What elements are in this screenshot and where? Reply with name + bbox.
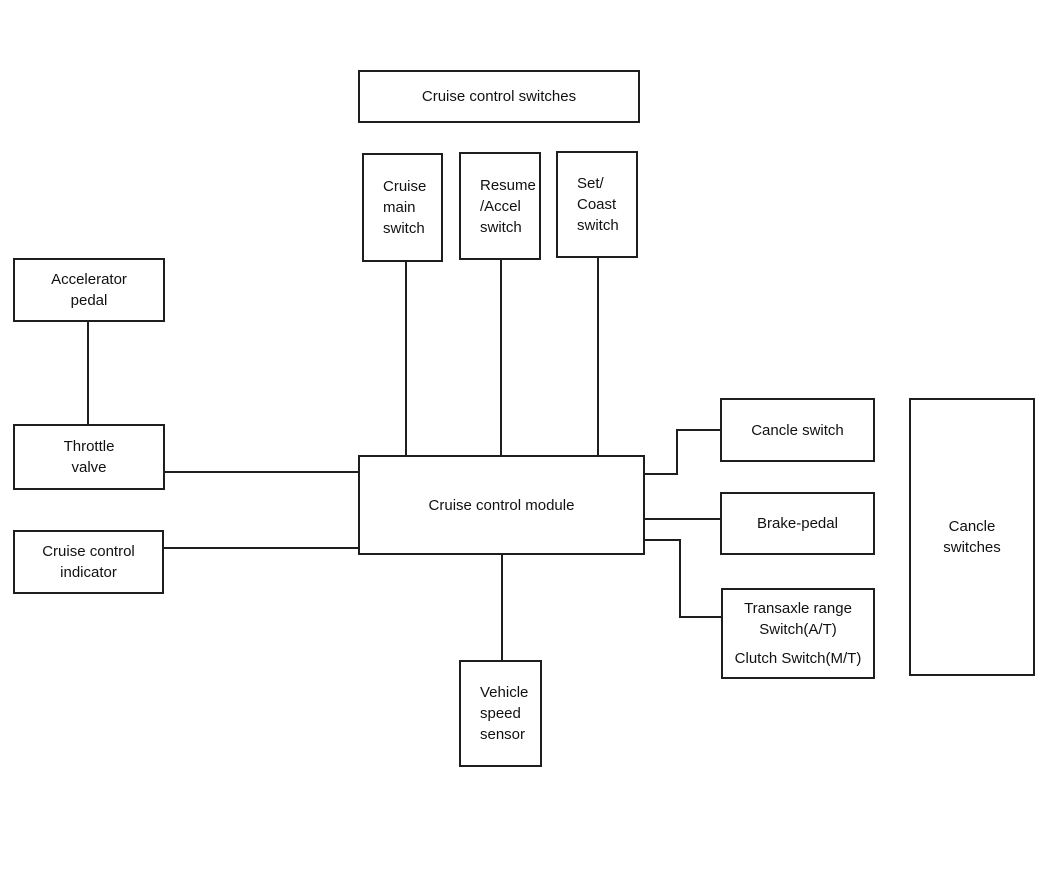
node-label-line: Set/ <box>577 175 604 192</box>
node-label-line: Transaxle range <box>744 600 852 617</box>
node-label-line: Throttle <box>63 438 115 455</box>
node-label-line: Clutch Switch(M/T) <box>734 650 862 667</box>
node-label-line: indicator <box>60 564 117 581</box>
node-label-line: valve <box>71 459 107 476</box>
node-label-line: Resume <box>480 176 536 194</box>
node-transaxle-clutch-switch: Transaxle range Switch(A/T) Clutch Switc… <box>721 588 875 679</box>
node-label-line: pedal <box>70 292 108 309</box>
node-label-line: Coast <box>577 196 617 213</box>
node-accelerator-pedal: Accelerator pedal <box>13 258 165 322</box>
node-label-line: switches <box>943 539 1001 556</box>
node-label: Cancle switch <box>751 421 844 439</box>
node-label-line: switch <box>383 220 425 237</box>
node-label-line: sensor <box>480 726 526 743</box>
node-label-line: Vehicle <box>480 684 529 701</box>
node-cancle-switches: Cancle switches <box>909 398 1035 676</box>
node-resume-accel-switch: Resume /Accel switch <box>459 152 541 260</box>
node-cancle-switch: Cancle switch <box>720 398 875 462</box>
node-label-line: Cruise <box>383 178 427 195</box>
node-label: Cruise control module <box>428 496 575 514</box>
node-vehicle-speed-sensor: Vehicle speed sensor <box>459 660 542 767</box>
node-cruise-control-switches: Cruise control switches <box>358 70 640 123</box>
node-label: Cruise control switches <box>421 88 577 105</box>
node-label-line: Switch(A/T) <box>759 621 837 638</box>
connector-module-to-cancle-switch <box>645 429 720 475</box>
node-label-line: speed <box>480 705 521 722</box>
node-label-line: Cruise control <box>42 543 135 560</box>
node-cruise-control-module: Cruise control module <box>358 455 645 555</box>
node-cruise-main-switch: Cruise main switch <box>362 153 443 262</box>
node-brake-pedal: Brake-pedal <box>720 492 875 555</box>
node-label-line: /Accel <box>480 197 521 215</box>
node-throttle-valve: Throttle valve <box>13 424 165 490</box>
node-label-line: switch <box>480 218 522 236</box>
node-set-coast-switch: Set/ Coast switch <box>556 151 638 258</box>
node-cruise-control-indicator: Cruise control indicator <box>13 530 164 594</box>
connector-module-to-transaxle <box>645 539 721 618</box>
node-label-line: switch <box>577 217 619 234</box>
node-label: Brake-pedal <box>757 515 838 532</box>
node-label-line: main <box>383 199 416 216</box>
node-label-line: Accelerator <box>51 271 127 288</box>
node-label-line: Cancle <box>948 518 996 535</box>
